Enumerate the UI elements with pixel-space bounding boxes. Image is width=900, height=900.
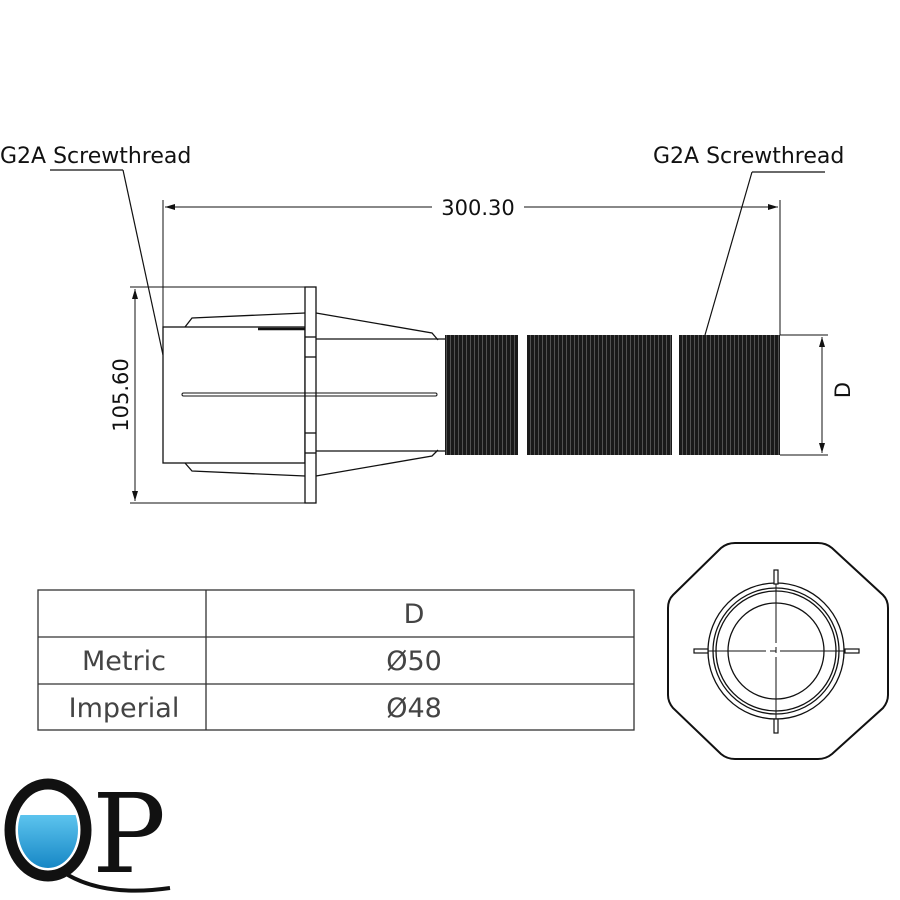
- table-row-metric-label: Metric: [82, 646, 166, 677]
- table-header-d: D: [404, 599, 425, 630]
- fitting-side-view: [162, 286, 445, 504]
- fitting-end-view: [667, 542, 889, 760]
- logo-p: P: [92, 770, 166, 898]
- threaded-section: [445, 335, 780, 455]
- length-value: 300.30: [441, 196, 514, 220]
- table-row-metric-value: Ø50: [386, 646, 442, 677]
- length-dimension: [162, 200, 781, 355]
- height-value: 105.60: [109, 358, 133, 431]
- diameter-table: [37, 589, 635, 731]
- qp-logo: P: [4, 770, 171, 898]
- left-thread-leader: [50, 169, 164, 356]
- right-thread-leader: [704, 171, 825, 336]
- height-dimension: [130, 286, 310, 504]
- diameter-label: D: [831, 382, 855, 398]
- right-thread-label: G2A Screwthread: [653, 144, 844, 169]
- table-row-imperial-value: Ø48: [386, 693, 442, 724]
- left-thread-label: G2A Screwthread: [0, 144, 191, 169]
- diameter-dimension: [780, 334, 828, 456]
- table-row-imperial-label: Imperial: [69, 693, 180, 724]
